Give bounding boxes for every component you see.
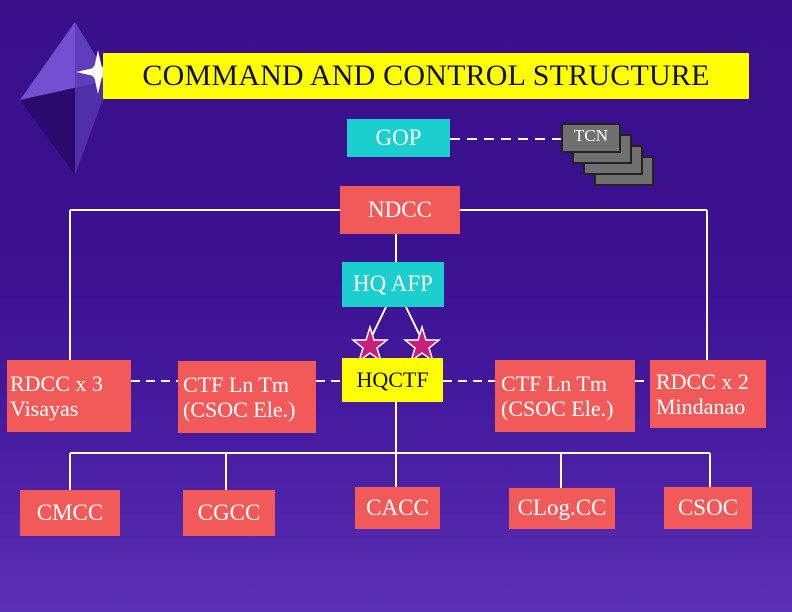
- node-hq-afp: HQ AFP: [342, 262, 444, 307]
- node-rdcc-mindanao-label: RDCC x 2 Mindanao: [656, 368, 749, 419]
- star-icon: [402, 324, 442, 363]
- node-clogcc-label: CLog.CC: [517, 495, 607, 521]
- node-rdcc-mindanao: RDCC x 2 Mindanao: [650, 360, 766, 428]
- node-gop-label: GOP: [375, 124, 422, 150]
- star-icon: [350, 324, 390, 363]
- node-ndcc-label: NDCC: [368, 196, 432, 222]
- corner-star-logo: [20, 22, 120, 175]
- node-rdcc-visayas-label: RDCC x 3 Visayas: [10, 370, 103, 421]
- tcn-label: TCN: [574, 126, 608, 145]
- node-cmcc-label: CMCC: [36, 499, 104, 525]
- node-cgcc: CGCC: [183, 490, 275, 536]
- node-cacc-label: CACC: [366, 494, 429, 520]
- node-rdcc-visayas: RDCC x 3 Visayas: [7, 360, 131, 432]
- node-ndcc: NDCC: [340, 186, 460, 234]
- node-hq-afp-label: HQ AFP: [353, 271, 433, 297]
- node-gop: GOP: [347, 119, 450, 157]
- node-ctf-right: CTF Ln Tm (CSOC Ele.): [495, 360, 635, 432]
- node-csoc: CSOC: [664, 487, 752, 529]
- node-csoc-label: CSOC: [677, 494, 739, 520]
- node-ctf-left: CTF Ln Tm (CSOC Ele.): [178, 361, 316, 433]
- node-clogcc: CLog.CC: [509, 488, 615, 529]
- node-hqctf: HQCTF: [342, 358, 443, 402]
- node-cmcc: CMCC: [20, 490, 120, 536]
- node-cacc: CACC: [355, 487, 440, 529]
- node-ctf-left-label: CTF Ln Tm (CSOC Ele.): [183, 371, 296, 422]
- page-title: COMMAND AND CONTROL STRUCTURE: [103, 53, 749, 99]
- node-ctf-right-label: CTF Ln Tm (CSOC Ele.): [501, 370, 614, 421]
- node-hqctf-label: HQCTF: [356, 367, 429, 393]
- connector-lines: [69, 138, 711, 490]
- node-tcn-1: TCN: [561, 123, 621, 153]
- node-cgcc-label: CGCC: [197, 499, 261, 525]
- title-text: COMMAND AND CONTROL STRUCTURE: [142, 59, 710, 92]
- hqctf-stars: [350, 324, 442, 363]
